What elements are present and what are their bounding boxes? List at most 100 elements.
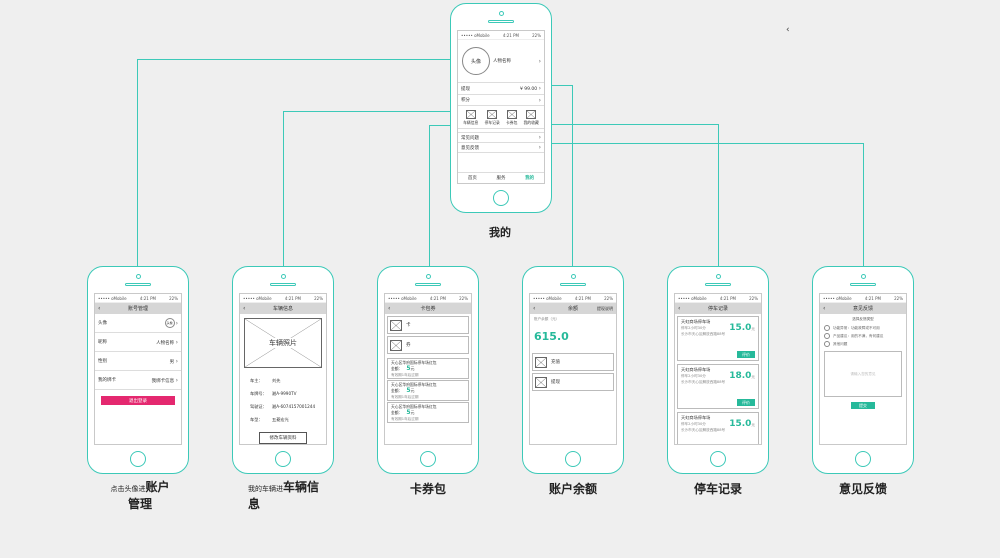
page-title: 卡包券 xyxy=(420,306,436,312)
tab-service[interactable]: 服务 xyxy=(496,176,506,181)
back-icon[interactable]: ‹ xyxy=(533,305,536,312)
chevron-right-icon: › xyxy=(175,357,178,365)
nav-bar: ‹ 停车记录 xyxy=(675,303,761,314)
field-value: 湘A-6074157001244 xyxy=(272,404,316,409)
gender-row[interactable]: 性别 男 › xyxy=(95,352,181,371)
carrier: ••••• oMobile xyxy=(533,295,562,301)
faq-label: 常见问题 xyxy=(461,135,479,141)
back-icon[interactable]: ‹ xyxy=(823,305,826,312)
field-label: 驾驶证： xyxy=(250,404,267,409)
back-icon[interactable]: ‹ xyxy=(388,305,391,312)
nav-bar: ‹ 车辆信息 xyxy=(240,303,326,314)
coupon-card[interactable]: 天心区华府国际停车场红包 金额：5元 有效期1年后过期 xyxy=(387,358,469,379)
carrier: ••••• oMobile xyxy=(388,295,417,301)
withdraw-item[interactable]: 提现 xyxy=(532,373,614,391)
item-label: 充值 xyxy=(551,360,560,365)
icon-label: 停车记录 xyxy=(484,120,500,125)
parking-record[interactable]: 天虹商场停车场 停车2小时30分 长沙市天心区解放西路88号 15.0元 评价 xyxy=(677,412,759,444)
feedback-option[interactable]: 功能异常：功能故障或不可用 xyxy=(820,324,906,332)
rate-button[interactable]: 评价 xyxy=(737,399,755,406)
recharge-item[interactable]: 充值 xyxy=(532,353,614,371)
status-bar: ••••• oMobile 4:21 PM 22% xyxy=(530,294,616,303)
back-icon[interactable]: ‹ xyxy=(678,305,681,312)
photo-label: 车辆照片 xyxy=(265,338,301,348)
card-item[interactable]: 卡 xyxy=(387,316,469,334)
voucher-item[interactable]: 券 xyxy=(387,336,469,354)
avatar[interactable]: 头像 xyxy=(462,47,490,75)
submit-button[interactable]: 提交 xyxy=(851,402,875,409)
parking-record[interactable]: 天虹商场停车场 停车2小时30分 长沙市天心区解放西路88号 15.0元 评价 xyxy=(677,316,759,361)
avatar-label: 头像 xyxy=(470,58,481,65)
caption-feedback: 意见反馈 xyxy=(838,482,887,496)
record-lot: 天虹商场停车场 xyxy=(681,367,711,372)
stray-chevron: ‹ xyxy=(786,25,790,35)
icon-item-coupons[interactable]: 卡券包 xyxy=(506,110,517,126)
profile-header[interactable]: 头像 人物名称 › xyxy=(458,40,544,83)
feedback-option[interactable]: 其他问题 xyxy=(820,340,906,348)
caption-balance: 账户余额 xyxy=(548,482,597,496)
home-button[interactable] xyxy=(130,451,146,467)
card-row[interactable]: 我的绑卡 我绑卡信息 › xyxy=(95,371,181,390)
withdraw-info-link[interactable]: 提现说明 xyxy=(597,305,613,311)
status-bar: ••••• oMobile 4:21 PM 22% xyxy=(820,294,906,303)
balance-screen: ••••• oMobile 4:21 PM 22% ‹ 余额 提现说明 账户余额… xyxy=(529,293,617,445)
camera xyxy=(498,11,504,16)
fee-value: 15.0 xyxy=(729,323,752,333)
feedback-option[interactable]: 产品建议：用的不满，有何建议 xyxy=(820,332,906,340)
status-bar: ••••• oMobile 4:21 PM 22% xyxy=(95,294,181,303)
phone-mine: ••••• oMobile 4:21 PM 22% 头像 人物名称 › 提现 ¥… xyxy=(450,3,552,213)
parking-icon xyxy=(487,110,498,119)
feedback-textarea[interactable]: 请输入您的意见 xyxy=(824,351,902,397)
home-button[interactable] xyxy=(565,451,581,467)
time: 4:21 PM xyxy=(284,295,301,301)
field-label: 车牌号： xyxy=(250,391,267,396)
status-bar: ••••• oMobile 4:21 PM 22% xyxy=(675,294,761,303)
speaker xyxy=(560,283,586,286)
rate-button[interactable]: 评价 xyxy=(737,351,755,358)
coupon-name: 天心区华府国际停车场红包 xyxy=(391,404,437,409)
home-button[interactable] xyxy=(710,451,726,467)
speaker xyxy=(415,283,441,286)
points-row[interactable]: 积分 › xyxy=(458,95,544,106)
field-value: 湘A-9990TV xyxy=(272,391,297,396)
back-icon[interactable]: ‹ xyxy=(243,305,246,312)
icon-item-parking[interactable]: 停车记录 xyxy=(485,110,500,126)
icon-label: 卡券包 xyxy=(506,120,518,125)
coupon-expiry: 有效期1年后过期 xyxy=(391,395,419,399)
balance-row[interactable]: 提现 ¥ 99.00 › xyxy=(458,83,544,95)
amount-label: 金额： xyxy=(391,388,403,393)
home-button[interactable] xyxy=(493,190,509,206)
faq-row[interactable]: 常见问题 › xyxy=(458,132,544,143)
home-button[interactable] xyxy=(420,451,436,467)
home-button[interactable] xyxy=(855,451,871,467)
speaker xyxy=(488,20,514,23)
vehicle-photo[interactable]: 车辆照片 xyxy=(244,318,322,368)
caption-parking: 停车记录 xyxy=(693,482,742,496)
coupon-card[interactable]: 天心区华府国际停车场红包 金额：5元 有效期1年后过期 xyxy=(387,380,469,401)
status-bar: ••••• oMobile 4:21 PM 22% xyxy=(458,31,544,40)
chevron-right-icon: › xyxy=(175,319,178,327)
avatar-row[interactable]: 头像 头像 › xyxy=(95,314,181,333)
icon-item-favorites[interactable]: 我的收藏 xyxy=(524,110,539,126)
coupon-card[interactable]: 天心区华府国际停车场红包 金额：5元 有效期1年后过期 xyxy=(387,402,469,423)
record-duration: 停车2小时30分 xyxy=(681,422,706,426)
chevron-right-icon: › xyxy=(175,338,178,346)
parking-record[interactable]: 天虹商场停车场 停车2小时30分 长沙市天心区解放西路88号 18.0元 评价 xyxy=(677,364,759,409)
coupons-screen: ••••• oMobile 4:21 PM 22% ‹ 卡包券 卡 券 天心区华… xyxy=(384,293,472,445)
icon-item-vehicle[interactable]: 车辆信息 xyxy=(463,110,478,126)
tab-home[interactable]: 首页 xyxy=(467,176,477,181)
tab-mine[interactable]: 我的 xyxy=(525,176,535,181)
vehicle-icon xyxy=(465,110,476,119)
chevron-right-icon: › xyxy=(538,144,541,151)
logout-button[interactable]: 退出登录 xyxy=(101,396,175,405)
time: 4:21 PM xyxy=(864,295,881,301)
feedback-row[interactable]: 意见反馈 › xyxy=(458,143,544,153)
home-button[interactable] xyxy=(275,451,291,467)
caption-big: 账户 xyxy=(145,480,170,494)
field-license: 驾驶证： 湘A-6074157001244 xyxy=(250,400,316,413)
nickname-row[interactable]: 昵称 人物名称 › xyxy=(95,333,181,352)
coupon-expiry: 有效期1年后过期 xyxy=(391,373,419,377)
edit-vehicle-button[interactable]: 修改车辆资料 xyxy=(259,432,307,444)
coupon-unit: 元 xyxy=(410,410,415,415)
back-icon[interactable]: ‹ xyxy=(98,305,101,312)
